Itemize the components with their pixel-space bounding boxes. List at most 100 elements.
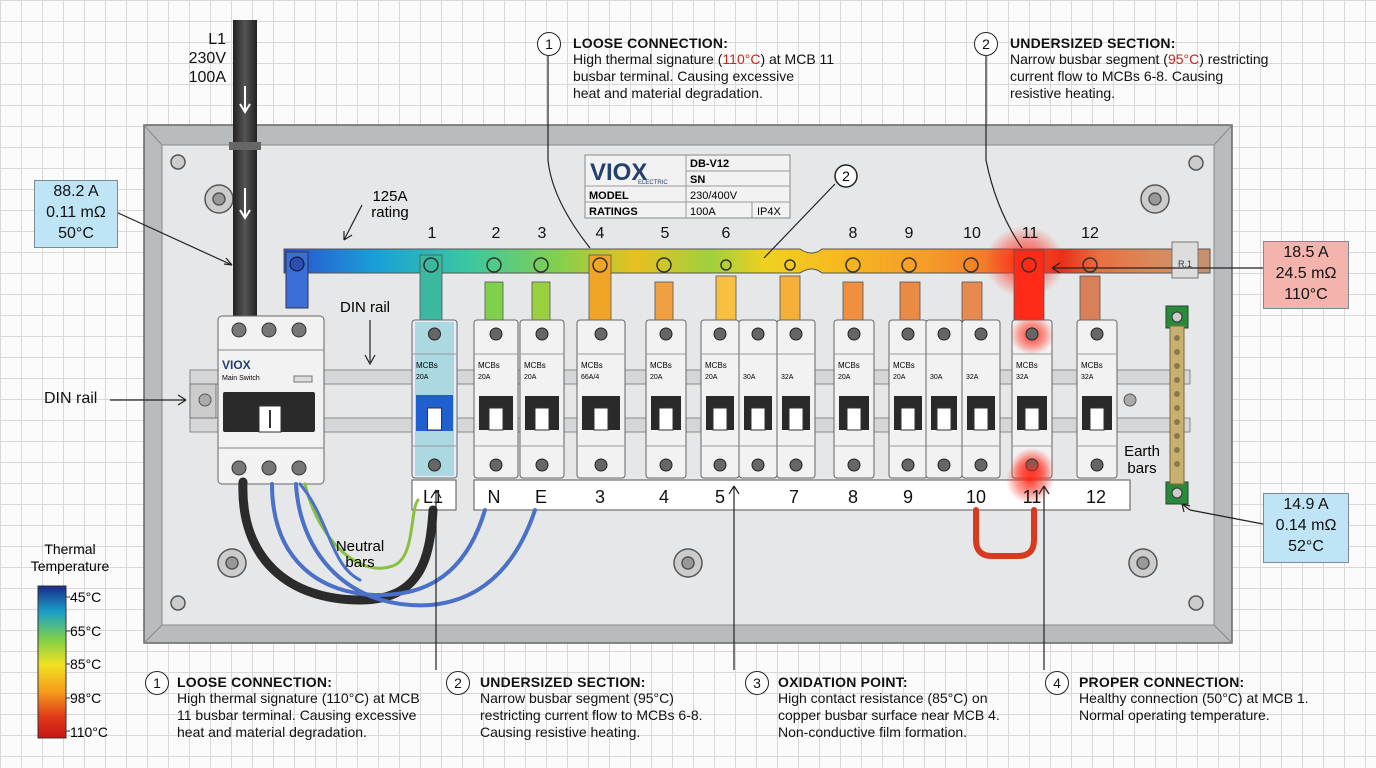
mcb-breaker: 30A	[738, 319, 778, 479]
terminal-screw	[974, 327, 988, 341]
mcb-toggle	[750, 407, 766, 431]
terminal-label: 7	[789, 487, 799, 507]
terminal-screw	[751, 327, 765, 341]
callout-text: OXIDATION POINT: High contact resistance…	[778, 674, 1038, 741]
terminal-label: L1	[423, 487, 443, 507]
terminal-screw	[847, 327, 861, 341]
main-measurement-box: 88.2 A 0.11 mΩ 50°C	[34, 180, 118, 248]
mcb-toggle	[593, 407, 609, 431]
callout-line: Normal operating temperature.	[1079, 707, 1270, 723]
callout-line: 11 busbar terminal. Causing excessive	[177, 707, 417, 723]
breakers-group: MCBs20AMCBs20AMCBs20AMCBs66A/4MCBs20AMCB…	[411, 315, 1118, 488]
callout-line: restricting current flow to MCBs 6-8.	[480, 707, 703, 723]
mcb-rating: 32A	[966, 374, 979, 381]
earth-resistance: 0.14 mΩ	[1275, 517, 1337, 534]
busbar-rating-line2: rating	[371, 204, 409, 221]
wiring	[238, 477, 1037, 608]
callout-text: PROPER CONNECTION: Healthy connection (5…	[1079, 674, 1349, 724]
terminal-screw	[1090, 458, 1104, 472]
callout-text: UNDERSIZED SECTION: Narrow busbar segmen…	[480, 674, 740, 741]
mcb-toggle	[658, 407, 674, 431]
busbar-marker-number: 2	[842, 168, 850, 184]
mcb-label: MCBs	[416, 361, 438, 370]
callout-line: Causing resistive heating.	[480, 724, 641, 740]
callout-line: High thermal signature (110°C) at MCB	[177, 690, 420, 706]
mcb-rating: 20A	[650, 374, 663, 381]
terminal-screw	[901, 458, 915, 472]
nameplate-model-code: DB-V12	[690, 158, 729, 170]
supply-label: L1 230V 100A	[170, 30, 226, 87]
mcb-breaker: MCBs 66A/4	[576, 319, 626, 479]
terminal-screw	[428, 327, 441, 341]
callout-line: Non-conductive film formation.	[778, 724, 968, 740]
mcb-label: MCBs	[581, 361, 603, 370]
mcb-label: MCBs	[1016, 361, 1038, 370]
terminal-screw	[901, 327, 915, 341]
neutral-bars-line2: bars	[345, 554, 374, 571]
callout-body-line3: resistive heating.	[1010, 85, 1116, 101]
main-switch-label: Main Switch	[222, 375, 260, 382]
mcb-rating: 30A	[743, 374, 756, 381]
terminal-label: 3	[595, 487, 605, 507]
mcb-toggle	[1089, 407, 1105, 431]
terminal-screw	[713, 327, 727, 341]
terminal-screw	[428, 458, 441, 472]
supply-phase: L1	[208, 31, 226, 48]
callout-line: Narrow busbar segment (95°C)	[480, 690, 674, 706]
terminal-label: 10	[966, 487, 986, 507]
terminal-screw	[789, 327, 803, 341]
supply-cable	[229, 20, 261, 320]
mcb-rating: 20A	[838, 374, 851, 381]
terminal-screw	[535, 458, 549, 472]
callout-body-pre: Narrow busbar segment (	[1010, 51, 1168, 67]
terminal-screw	[489, 458, 503, 472]
terminal-screw	[594, 458, 608, 472]
mcb-breaker: MCBs 20A	[888, 319, 928, 479]
nameplate-sn-label: SN	[690, 174, 705, 186]
nameplate-brand-sub: ELECTRIC	[638, 180, 668, 186]
terminal-label: 9	[903, 487, 913, 507]
position-number: 2	[492, 225, 501, 242]
terminal-screw	[659, 327, 673, 341]
callout-body-line2: busbar terminal. Causing excessive	[573, 68, 794, 84]
earth-temp: 52°C	[1288, 538, 1324, 555]
terminal-screw	[974, 458, 988, 472]
mcb-toggle	[900, 407, 916, 431]
mcb-rating: 20A	[893, 374, 906, 381]
callout-body-pre: High thermal signature (	[573, 51, 723, 67]
mcb-rating: 30A	[930, 374, 943, 381]
earth-bars-line2: bars	[1127, 460, 1156, 477]
mcb-toggle	[788, 407, 804, 431]
callout-line: heat and material degradation.	[177, 724, 367, 740]
legend-tick-label: 98°C	[70, 690, 101, 706]
mcb-label: MCBs	[893, 361, 915, 370]
mcb-toggle	[534, 407, 550, 431]
callout-line: High contact resistance (85°C) on	[778, 690, 988, 706]
mcb-label: MCBs	[705, 361, 727, 370]
terminal-screw	[713, 458, 727, 472]
nameplate-brand: VIOX	[590, 159, 647, 186]
terminal-label: 12	[1086, 487, 1106, 507]
hotspot-resistance: 24.5 mΩ	[1275, 265, 1337, 282]
busbar-end-label: R.1	[1178, 259, 1192, 269]
legend-tick-label: 85°C	[70, 656, 101, 672]
mcb-toggle	[427, 407, 442, 431]
mcb-rating: 32A	[781, 374, 794, 381]
nameplate-ratings-value: 100A	[690, 206, 716, 218]
terminal-screw	[659, 458, 673, 472]
mcb-label: MCBs	[524, 361, 546, 370]
din-rail-inner-label: DIN rail	[340, 299, 390, 316]
busbar-marker: 2	[763, 164, 858, 259]
mcb-rating: 66A/4	[581, 374, 599, 381]
earth-current: 14.9 A	[1283, 496, 1329, 513]
terminal-labels: L1 N E 3 4 5 7 8 9 10 11 12	[423, 487, 1106, 507]
callout-number: 3	[745, 671, 769, 695]
callout-text: LOOSE CONNECTION: High thermal signature…	[177, 674, 457, 741]
terminal-screw	[937, 327, 951, 341]
